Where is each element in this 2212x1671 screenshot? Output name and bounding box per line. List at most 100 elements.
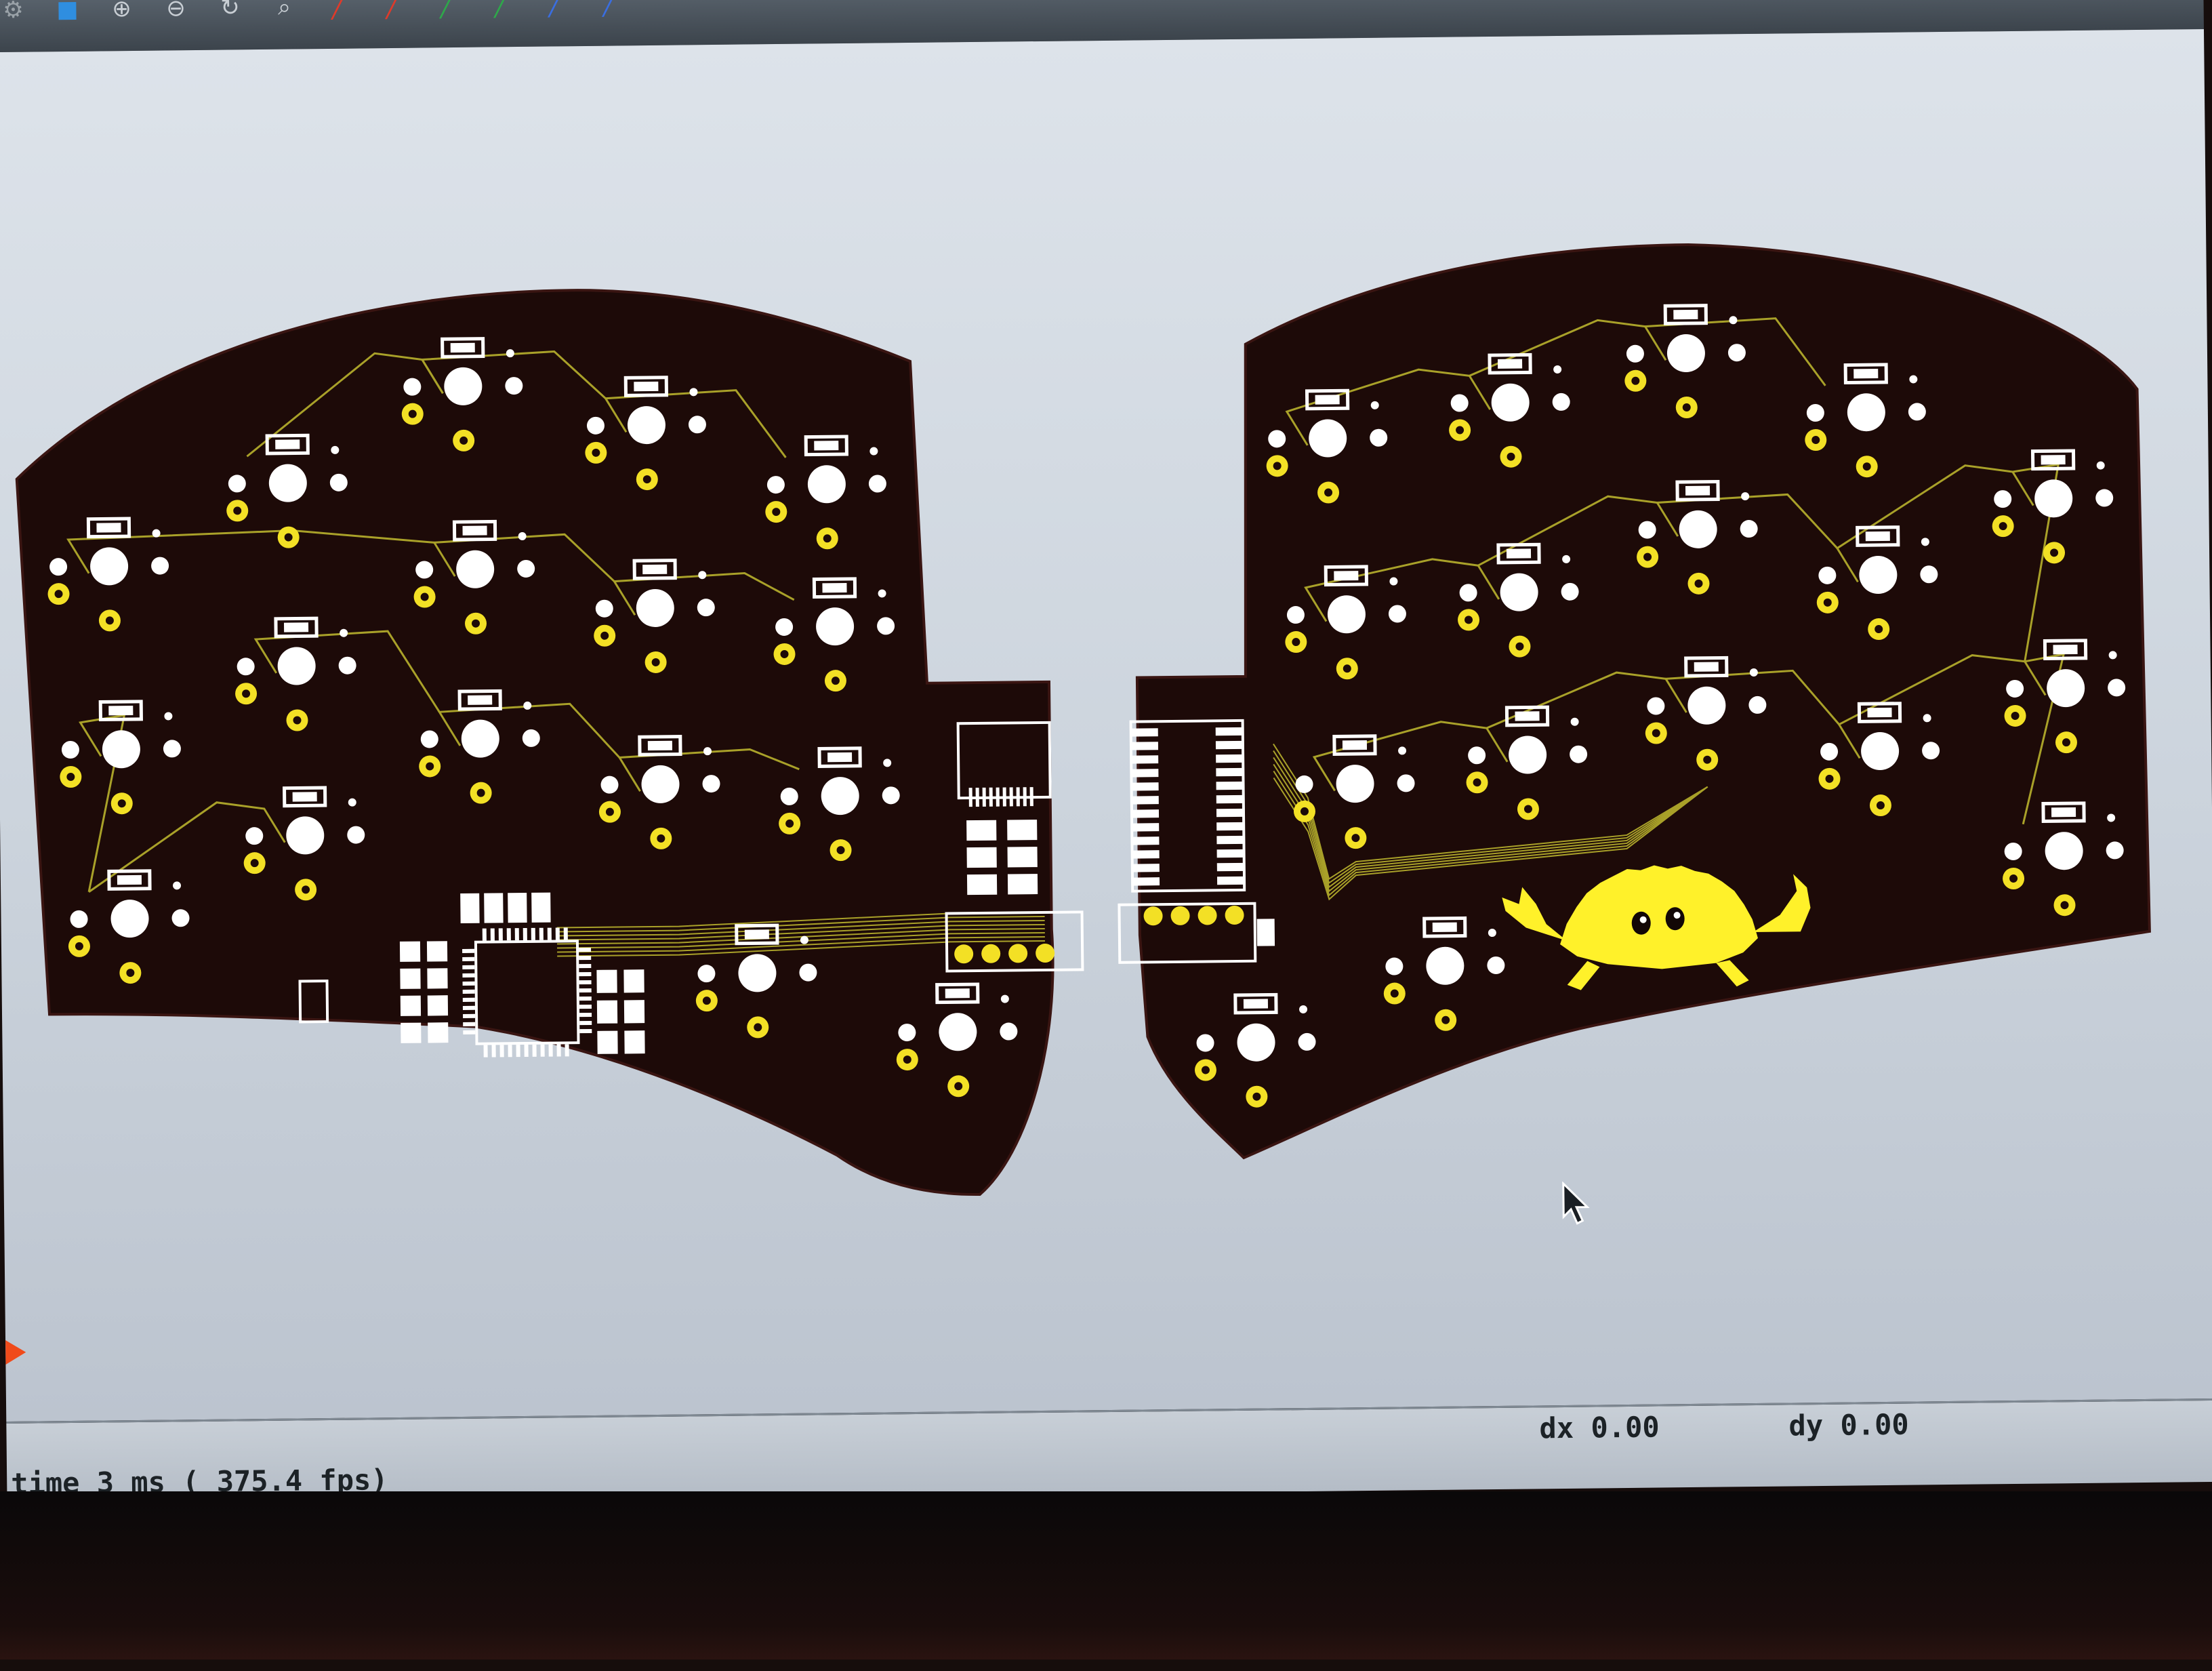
crab-left-eye (1631, 911, 1651, 935)
key-switch-footprint (235, 616, 356, 731)
key-switch-footprint (1624, 304, 1746, 418)
route-track-red-alt-icon[interactable]: ╱ (386, 0, 400, 20)
zoom-selection-icon[interactable]: ⌕ (277, 0, 291, 21)
esd-diode-pad (1007, 874, 1038, 895)
key-switch-footprint (60, 700, 181, 815)
crab-left-claw (1502, 887, 1568, 941)
key-switch-footprint (598, 735, 720, 849)
trace-segment (1643, 317, 1826, 386)
route-track-green-alt-icon[interactable]: ╱ (494, 0, 508, 19)
esd-diode-pad (966, 847, 997, 868)
passive-pad (427, 968, 448, 989)
3d-view-icon[interactable]: ■ (56, 0, 79, 24)
trace-segment (612, 572, 795, 616)
key-switch-footprint (243, 786, 365, 901)
passive-pad (427, 995, 449, 1016)
route-track-blue-icon[interactable]: ╱ (548, 0, 562, 18)
pcb-canvas[interactable] (0, 28, 2212, 1422)
pcb-layout[interactable] (0, 29, 2212, 1422)
capacitor (531, 892, 551, 923)
rust-crab-mascot (1502, 865, 1811, 990)
key-switch-footprint (1194, 992, 1316, 1108)
esd-diode-pad (966, 820, 997, 841)
crab-body (1560, 865, 1758, 969)
dy-label: dy (1788, 1408, 1824, 1443)
trace-segment (1273, 777, 1708, 901)
capacitor (460, 893, 480, 923)
split-connector-right (1118, 902, 1257, 964)
crab-right-claw (1753, 874, 1811, 933)
trace-segment (1664, 669, 1840, 725)
key-switch-footprint (413, 519, 535, 635)
key-switch-footprint (773, 577, 895, 692)
resistor (624, 1030, 645, 1054)
trace-segment (253, 630, 441, 713)
trace-segment (556, 915, 1045, 933)
crab-right-eye (1665, 907, 1685, 931)
key-switch-footprint (1992, 449, 2114, 564)
key-switch-footprint (1458, 542, 1579, 658)
resistor (596, 1000, 618, 1024)
resistor (623, 1000, 645, 1024)
key-switch-footprint (585, 376, 706, 491)
passive-pad (399, 941, 421, 962)
key-switch-footprint (779, 746, 900, 862)
origin-marker (5, 1340, 26, 1365)
pro-micro-module (1129, 719, 1246, 893)
redraw-icon[interactable]: ↻ (220, 0, 240, 22)
split-connector-left (945, 910, 1084, 973)
route-track-green-icon[interactable]: ╱ (440, 0, 454, 20)
crab-legs (1567, 960, 1749, 990)
trace-segment (557, 931, 1045, 949)
capacitor (508, 892, 527, 923)
trace-segment (420, 350, 607, 399)
trace-segment (432, 533, 615, 582)
key-switch-footprint (1266, 388, 1388, 504)
crystal (298, 980, 329, 1024)
key-switch-footprint (1383, 916, 1505, 1031)
key-switch-footprint (47, 517, 169, 632)
route-track-blue-alt-icon[interactable]: ╱ (602, 0, 617, 18)
components (298, 719, 1275, 1058)
capacitor (1256, 919, 1275, 946)
key-switch-footprint (1645, 656, 1767, 771)
key-switch-footprint (1449, 353, 1570, 468)
key-switch-footprint (1805, 363, 1926, 478)
right-keyboard-pcb[interactable] (1132, 240, 2152, 1160)
resistor (597, 1030, 618, 1054)
key-switch-footprint (2003, 801, 2124, 917)
microcontroller-chip (474, 940, 580, 1045)
key-switch-footprint (1816, 525, 1938, 641)
trace-segment (1304, 558, 1479, 622)
key-switch-footprints (47, 304, 2126, 1108)
trace-segment (617, 748, 800, 792)
dx-value: 0.00 (1591, 1410, 1660, 1445)
esd-diode-pad (1007, 820, 1038, 841)
trace-segment (557, 940, 1045, 957)
gear-icon[interactable]: ⚙ (3, 0, 24, 24)
trace-segment (556, 923, 1045, 941)
trace-segment (437, 702, 621, 759)
passive-pad (400, 995, 422, 1016)
route-track-red-icon[interactable]: ╱ (331, 0, 346, 20)
key-switch-footprint (401, 337, 523, 451)
trace-segment (1835, 464, 2013, 583)
key-switch-footprint (226, 433, 348, 548)
key-switch-footprint (68, 869, 190, 984)
trace-segment (1468, 319, 1645, 410)
resistor (623, 969, 644, 993)
key-switch-footprint (1293, 734, 1415, 849)
key-switch-footprint (896, 982, 1018, 1098)
trace-segment (556, 927, 1045, 945)
passive-pad (401, 1022, 422, 1043)
key-switch-footprint (1818, 702, 1940, 817)
zoom-fit-icon[interactable]: ⊕ (112, 0, 131, 23)
capacitor (484, 893, 504, 923)
trace-segment (88, 801, 286, 893)
zoom-in-icon[interactable]: ⊖ (166, 0, 186, 22)
key-switch-footprint (1466, 705, 1588, 820)
dy-value: 0.00 (1840, 1407, 1909, 1442)
trace-segment (1285, 368, 1470, 446)
dx-label: dx (1539, 1411, 1574, 1445)
